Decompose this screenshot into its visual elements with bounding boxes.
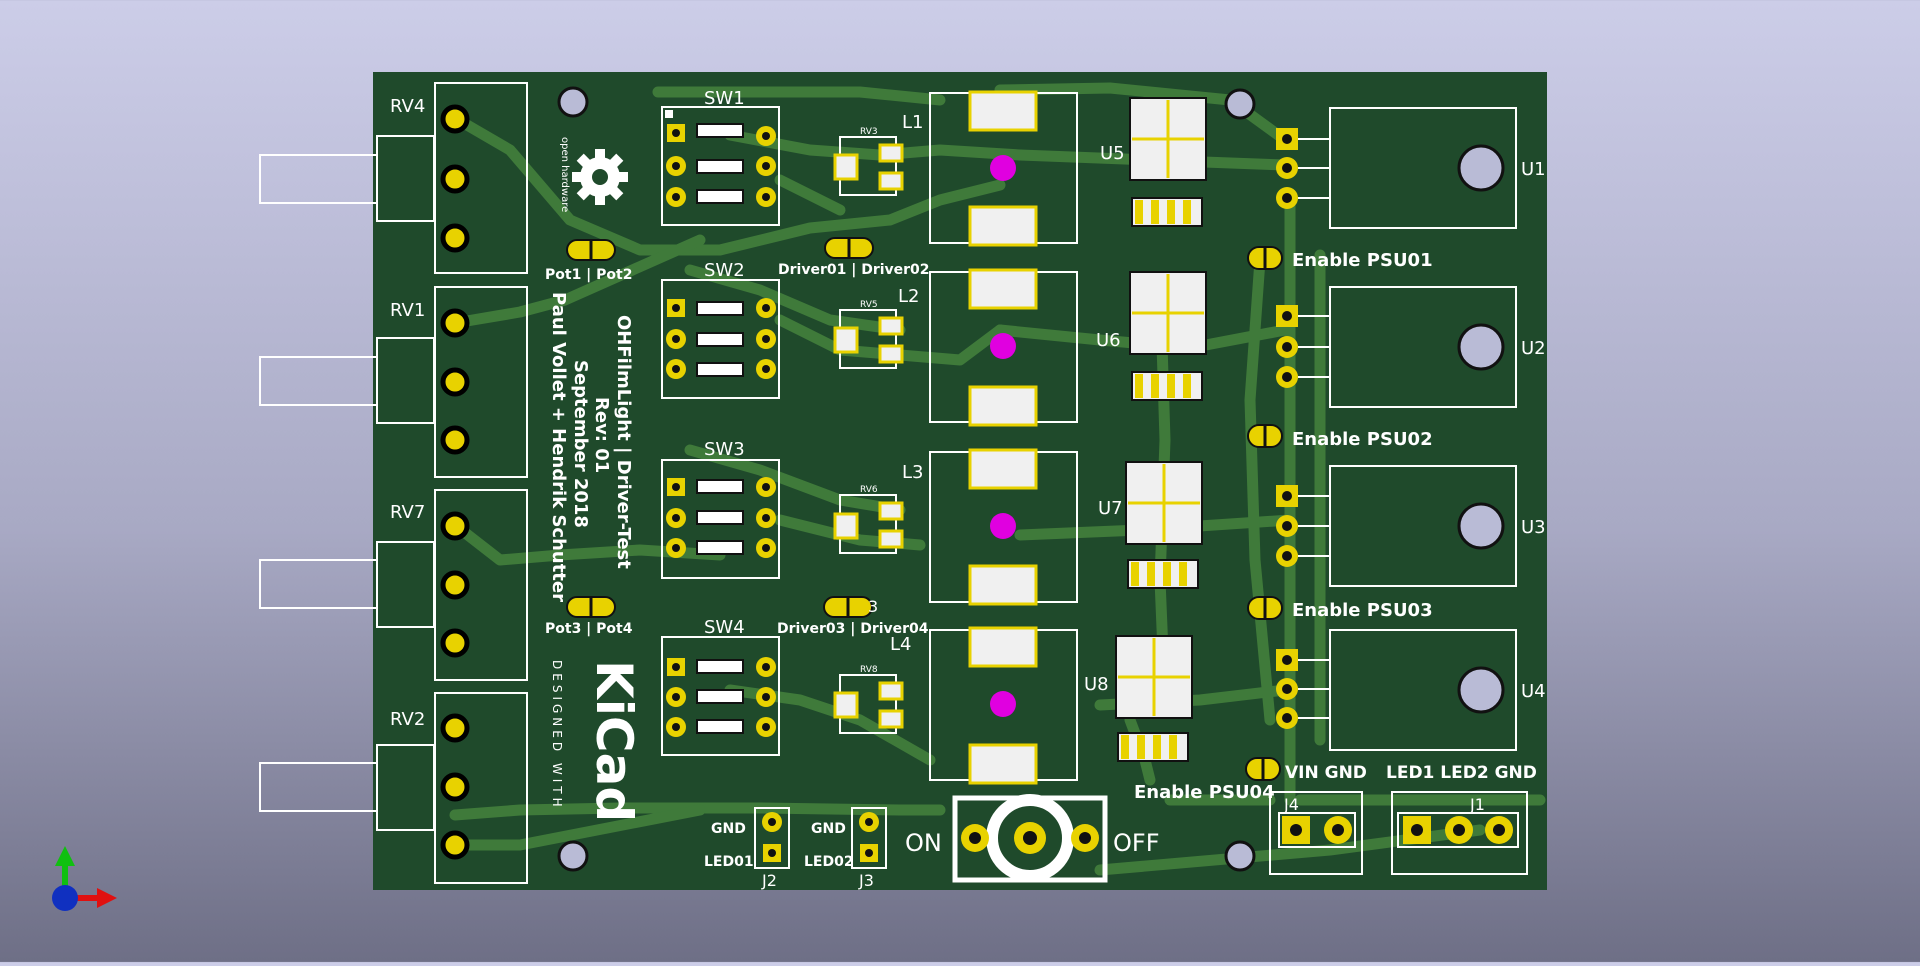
l3-label: L3 [902, 462, 923, 483]
trimmer-rv3: RV3 [833, 127, 904, 196]
sw3-label: SW3 [704, 439, 745, 460]
pcb-board: RV4 RV1 RV7 RV2 [259, 72, 1547, 890]
j4-label: J4 [1283, 795, 1299, 814]
enable-psu04-label: Enable PSU04 [1134, 782, 1275, 803]
sw2-label: SW2 [704, 260, 745, 281]
dip-switch-sw4: SW4 [661, 617, 780, 756]
u7-label: U7 [1098, 498, 1123, 519]
inductor-l1: L1 [902, 90, 1078, 247]
axis-gizmo [52, 846, 117, 911]
u6-label: U6 [1096, 330, 1121, 351]
j2-label: J2 [761, 871, 777, 890]
sw1-label: SW1 [704, 88, 745, 109]
u8-label: U8 [1084, 674, 1109, 695]
rv1-label: RV1 [390, 300, 425, 321]
rv8-label: RV8 [860, 665, 878, 675]
l1-label: L1 [902, 112, 923, 133]
connector-j1: J1 LED1 LED2 GND [1386, 763, 1537, 875]
kicad-tagline: DESIGNED WITH [550, 660, 564, 811]
u1-label: U1 [1521, 159, 1546, 180]
u4-label: U4 [1521, 681, 1546, 702]
jumper-pot12: Pot1 | Pot2 [545, 239, 633, 283]
potentiometer-rv2: RV2 [259, 692, 528, 884]
led02-label: LED02 [804, 854, 854, 870]
title-line-3: September 2018 [570, 360, 591, 528]
title-line-1: OHFilmLight | Driver-Test [613, 315, 634, 569]
rv2-label: RV2 [390, 709, 425, 730]
trimmer-rv8: RV8 [833, 665, 904, 734]
rv5-label: RV5 [860, 300, 878, 310]
potentiometer-rv7: RV7 [259, 489, 528, 681]
connector-j3: GND LED02 J3 [804, 807, 887, 890]
jumper-enable-psu04: Enable PSU04 [1134, 757, 1281, 803]
dip-switch-sw1: SW1 [661, 88, 780, 226]
psu-module-u4: U4 [1276, 629, 1546, 751]
sw4-label: SW4 [704, 617, 745, 638]
oshw-logo: open hardware [559, 137, 628, 212]
off-label: OFF [1113, 829, 1160, 857]
jumper-drv34: 3 Driver03 | Driver04 [777, 596, 929, 637]
pot34-label: Pot3 | Pot4 [545, 621, 633, 637]
pot12-label: Pot1 | Pot2 [545, 267, 633, 283]
led-gnd-label: LED1 LED2 GND [1386, 763, 1537, 783]
dip-switch-sw3: SW3 [661, 439, 780, 579]
potentiometer-rv1: RV1 [259, 286, 528, 478]
rv4-label: RV4 [390, 96, 425, 117]
gnd-a-label: GND [711, 821, 746, 837]
rv7-label: RV7 [390, 502, 425, 523]
j3-label: J3 [858, 871, 874, 890]
enable-psu01-label: Enable PSU01 [1292, 250, 1433, 271]
l4-label: L4 [890, 634, 911, 655]
rv6-label: RV6 [860, 485, 878, 495]
jumper-enable-psu02: Enable PSU02 [1247, 424, 1433, 450]
jumper-enable-psu01: Enable PSU01 [1247, 246, 1433, 271]
potentiometer-rv4: RV4 [259, 82, 528, 274]
connector-j2: GND LED01 J2 [704, 807, 790, 890]
u3-label: U3 [1521, 517, 1546, 538]
drv34-label: Driver03 | Driver04 [777, 621, 929, 637]
driver-ic-u7: U7 [1098, 461, 1203, 589]
driver-ic-u6: U6 [1096, 271, 1207, 401]
gnd-b-label: GND [811, 821, 846, 837]
inductor-l2: L2 [898, 268, 1078, 427]
vin-gnd-label: VIN GND [1285, 763, 1367, 783]
connector-j4: J4 VIN GND [1269, 763, 1367, 875]
kicad-logo-text: KiCad [585, 660, 643, 822]
psu-module-u2: U2 [1276, 286, 1546, 408]
jumper-drv12: Driver01 | Driver02 [778, 237, 930, 278]
trimmer-rv5: RV5 [833, 300, 904, 369]
title-line-4: Paul Vollet + Hendrik Schutter [548, 292, 569, 602]
enable-psu03-label: Enable PSU03 [1292, 600, 1433, 621]
psu-module-u1: U1 [1276, 107, 1546, 229]
kicad-logo: KiCad DESIGNED WITH [550, 660, 643, 822]
u2-label: U2 [1521, 338, 1546, 359]
oshw-text: open hardware [559, 137, 570, 212]
led01-label: LED01 [704, 854, 754, 870]
j1-label: J1 [1469, 795, 1485, 814]
psu-module-u3: U3 [1276, 465, 1546, 587]
enable-psu02-label: Enable PSU02 [1292, 429, 1433, 450]
on-label: ON [905, 829, 942, 857]
u5-label: U5 [1100, 143, 1125, 164]
inductor-l4: L4 [890, 626, 1078, 785]
drv12-label: Driver01 | Driver02 [778, 262, 930, 278]
l2-label: L2 [898, 286, 919, 307]
inductor-l3: L3 [902, 448, 1078, 606]
mounting-holes [557, 86, 1256, 872]
power-switch: ON OFF [905, 794, 1160, 883]
d3-label: 3 [868, 597, 878, 616]
board-title-block: OHFilmLight | Driver-Test Rev: 01 Septem… [548, 292, 634, 602]
rv3-label: RV3 [860, 127, 878, 137]
jumper-enable-psu03: Enable PSU03 [1247, 596, 1433, 621]
dip-switch-sw2: SW2 [661, 260, 780, 399]
driver-ic-u8: U8 [1084, 635, 1193, 762]
jumper-pot34: Pot3 | Pot4 [545, 596, 633, 637]
driver-ic-u5: U5 [1100, 97, 1207, 227]
title-line-2: Rev: 01 [591, 397, 612, 473]
trimmer-rv6: RV6 [833, 485, 904, 554]
